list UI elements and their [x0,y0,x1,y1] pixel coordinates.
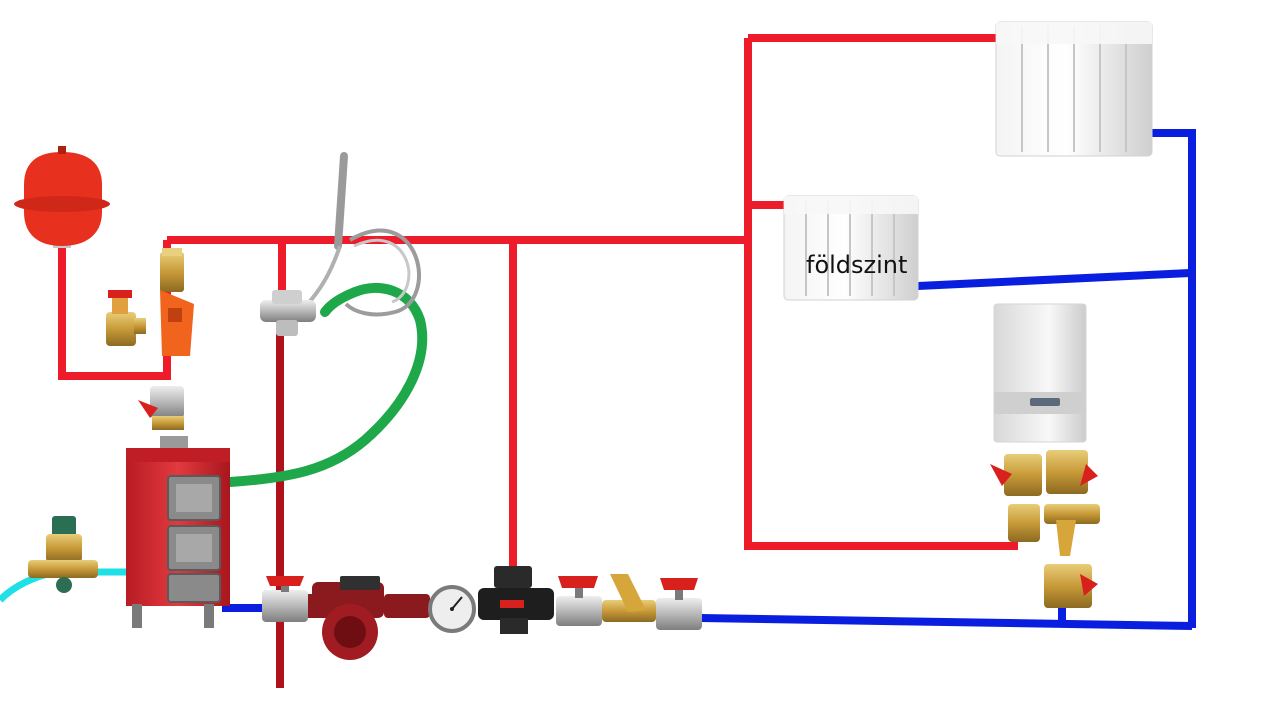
main-return-line [222,604,1193,630]
gas-boiler-valve-right [1046,450,1098,494]
supply-pipes [58,34,1018,566]
upper-radiator-return [1152,129,1196,628]
temperature-sensor-capillary [225,282,428,487]
pressure-gauge [428,585,476,633]
expansion-tank [14,146,110,248]
upper-floor-radiator [995,21,1153,157]
gas-boiler-valve-left [990,454,1042,496]
automatic-air-vent [160,248,194,356]
return-pipes [222,129,1196,630]
solid-fuel-boiler [126,436,230,628]
ground-floor-radiator [783,195,919,301]
thermal-safety-valve [260,152,421,336]
ground-floor-label: földszint [806,251,908,279]
ball-valve-2 [556,576,602,626]
check-valve [1008,504,1040,542]
thermostatic-mixing-valve [478,566,554,634]
gas-boiler-return-valve [1044,564,1098,608]
boiler-shutoff-valve [138,386,184,430]
pressure-reducing-valve [28,516,98,593]
strainer-filter [602,574,656,622]
gas-wall-boiler [993,303,1087,443]
ball-valve-1 [262,576,308,622]
floor-radiator-return [917,269,1191,290]
y-strainer [1044,504,1100,556]
ball-valve-3 [656,578,702,630]
circulation-pump [308,576,430,660]
safety-relief-valve [106,290,146,346]
